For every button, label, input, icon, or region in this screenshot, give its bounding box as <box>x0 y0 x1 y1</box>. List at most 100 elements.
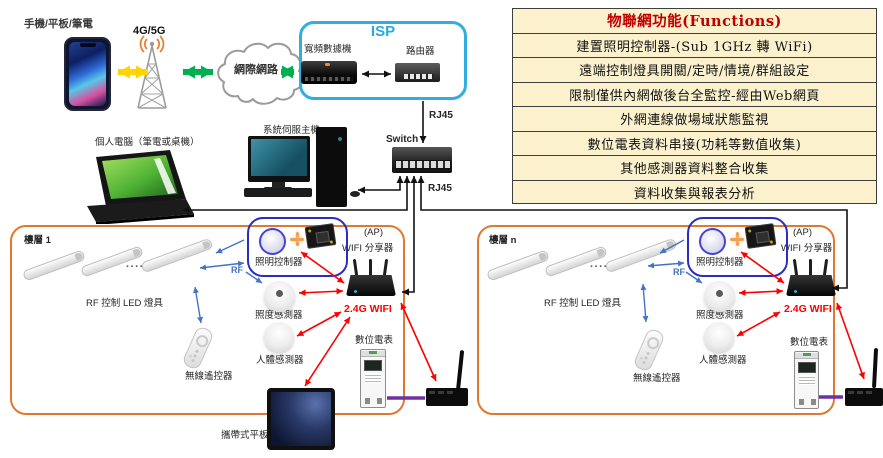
lux-sensor-label: 照度感測器 <box>696 310 744 321</box>
led-group-label: RF 控制 LED 燈具 <box>544 298 622 309</box>
power-led <box>338 137 342 141</box>
switch-ports <box>395 160 451 169</box>
table-row: 數位電表資料串接(功耗等數值收集) <box>513 132 876 156</box>
ap-led <box>794 290 797 293</box>
table-row: 資料收集與報表分析 <box>633 187 756 203</box>
controller-label: 照明控制器 <box>255 257 303 268</box>
digital-power-meter <box>360 349 386 408</box>
ap-antenna <box>382 258 389 277</box>
remote-dial <box>194 333 211 350</box>
wifi-band-label: 2.4G WIFI <box>784 303 832 315</box>
led-group-label: RF 控制 LED 燈具 <box>86 298 164 309</box>
pc-label: 個人電腦（筆電或桌機） <box>95 137 200 148</box>
motion-sensor-label: 人體感測器 <box>699 355 747 366</box>
table-row: 遠端控制燈具開關/定時/情境/群組設定 <box>513 58 876 83</box>
laptop <box>87 150 194 224</box>
meter-text-lines <box>365 373 381 383</box>
lux-sensor <box>264 281 295 312</box>
ap-antenna <box>369 259 372 276</box>
wifi-band-label: 2.4G WIFI <box>344 303 392 315</box>
rj45-bottom-label: RJ45 <box>428 183 452 194</box>
functions-table: 物聯網功能(Functions) 建置照明控制器-(Sub 1GHz 轉 WiF… <box>512 8 877 204</box>
modem-label: 寬頻數據機 <box>304 44 352 55</box>
apn-bridge-link <box>836 302 865 380</box>
phone-notch <box>79 43 96 47</box>
table-row: 其他感測器資料整合收集 <box>513 156 876 181</box>
table-row: 建置照明控制器-(Sub 1GHz 轉 WiFi) <box>513 34 876 58</box>
meter-text-lines <box>798 375 815 385</box>
rf-module-board <box>744 223 777 249</box>
rj45-top-label: RJ45 <box>429 110 453 121</box>
controller-label: 照明控制器 <box>696 257 744 268</box>
wireless-bridge <box>845 388 883 406</box>
isp-box <box>299 21 467 100</box>
ap-antenna <box>809 259 812 276</box>
broadband-modem <box>301 61 357 84</box>
switch-server-link <box>358 176 404 194</box>
internet-cloud <box>217 42 300 105</box>
cell-tower-icon <box>137 35 167 109</box>
tablet-screen <box>271 392 331 446</box>
modem-led <box>325 63 330 66</box>
isp-router-label: 路由器 <box>406 46 435 57</box>
wifi-ap <box>786 258 836 297</box>
rf-module-board <box>304 223 337 249</box>
portable-tablet <box>267 388 335 450</box>
wifi-ap <box>346 258 396 297</box>
server-monitor-screen <box>251 139 307 176</box>
server-mouse <box>350 191 360 197</box>
meter-terminals <box>365 398 370 404</box>
cellular-label: 4G/5G <box>133 25 166 37</box>
controller-puck <box>699 228 726 255</box>
digital-power-meter <box>794 351 819 409</box>
client-devices-label: 手機/平板/筆電 <box>24 18 93 30</box>
wifi-router-label: WIFI 分享器 <box>342 243 394 254</box>
wireless-bridge <box>426 388 468 406</box>
controller-puck <box>259 228 286 255</box>
remote-buttons <box>195 349 200 354</box>
motion-sensor-label: 人體感測器 <box>256 355 304 366</box>
internet-label: 網際網路 <box>234 64 278 76</box>
isp-title: ISP <box>370 23 396 40</box>
phone-screen <box>69 42 106 106</box>
remote-dial <box>645 335 662 352</box>
ap-body <box>786 275 836 296</box>
ap-antenna <box>822 258 829 277</box>
isp-router <box>395 63 440 82</box>
meter-terminals <box>799 399 804 405</box>
meter-label: 數位電表 <box>355 335 394 346</box>
meter-cap <box>361 351 385 357</box>
modem-vents <box>305 77 353 81</box>
bridge-antenna <box>456 350 464 391</box>
server-monitor <box>248 136 310 182</box>
ap1-bridge-link <box>400 302 437 382</box>
ap-antenna <box>352 258 359 277</box>
remote-label: 無線遙控器 <box>633 373 681 384</box>
smartphone <box>64 37 111 111</box>
ap-body <box>346 275 396 296</box>
server-tower <box>316 127 347 207</box>
meter-label: 數位電表 <box>790 337 829 348</box>
motion-sensor <box>264 322 294 352</box>
meter-lcd <box>364 360 382 371</box>
remote-buttons <box>646 351 651 356</box>
table-row: 外網連線做場域狀態監視 <box>513 107 876 132</box>
meter-cap <box>795 353 818 359</box>
tablet-label: 攜帶式平板 <box>221 430 269 441</box>
lighting-controller-box <box>247 217 348 277</box>
meter-lcd <box>797 362 816 373</box>
floor-1-name: 樓層 1 <box>24 235 51 246</box>
ap-antenna <box>792 258 799 277</box>
ethernet-switch <box>392 147 452 173</box>
ap-label: (AP) <box>364 227 383 238</box>
server-keyboard <box>244 188 312 197</box>
floor-n-name: 樓層 n <box>489 235 517 246</box>
remote-label: 無線遙控器 <box>185 371 233 382</box>
plus-icon <box>290 232 304 246</box>
lux-sensor <box>704 281 735 312</box>
isp-router-ports <box>404 74 434 79</box>
table-row: 限制僅供內網做後台全監控-經由Web網頁 <box>513 83 876 107</box>
switch-label: Switch <box>386 134 419 145</box>
functions-table-header: 物聯網功能(Functions) <box>513 9 876 34</box>
